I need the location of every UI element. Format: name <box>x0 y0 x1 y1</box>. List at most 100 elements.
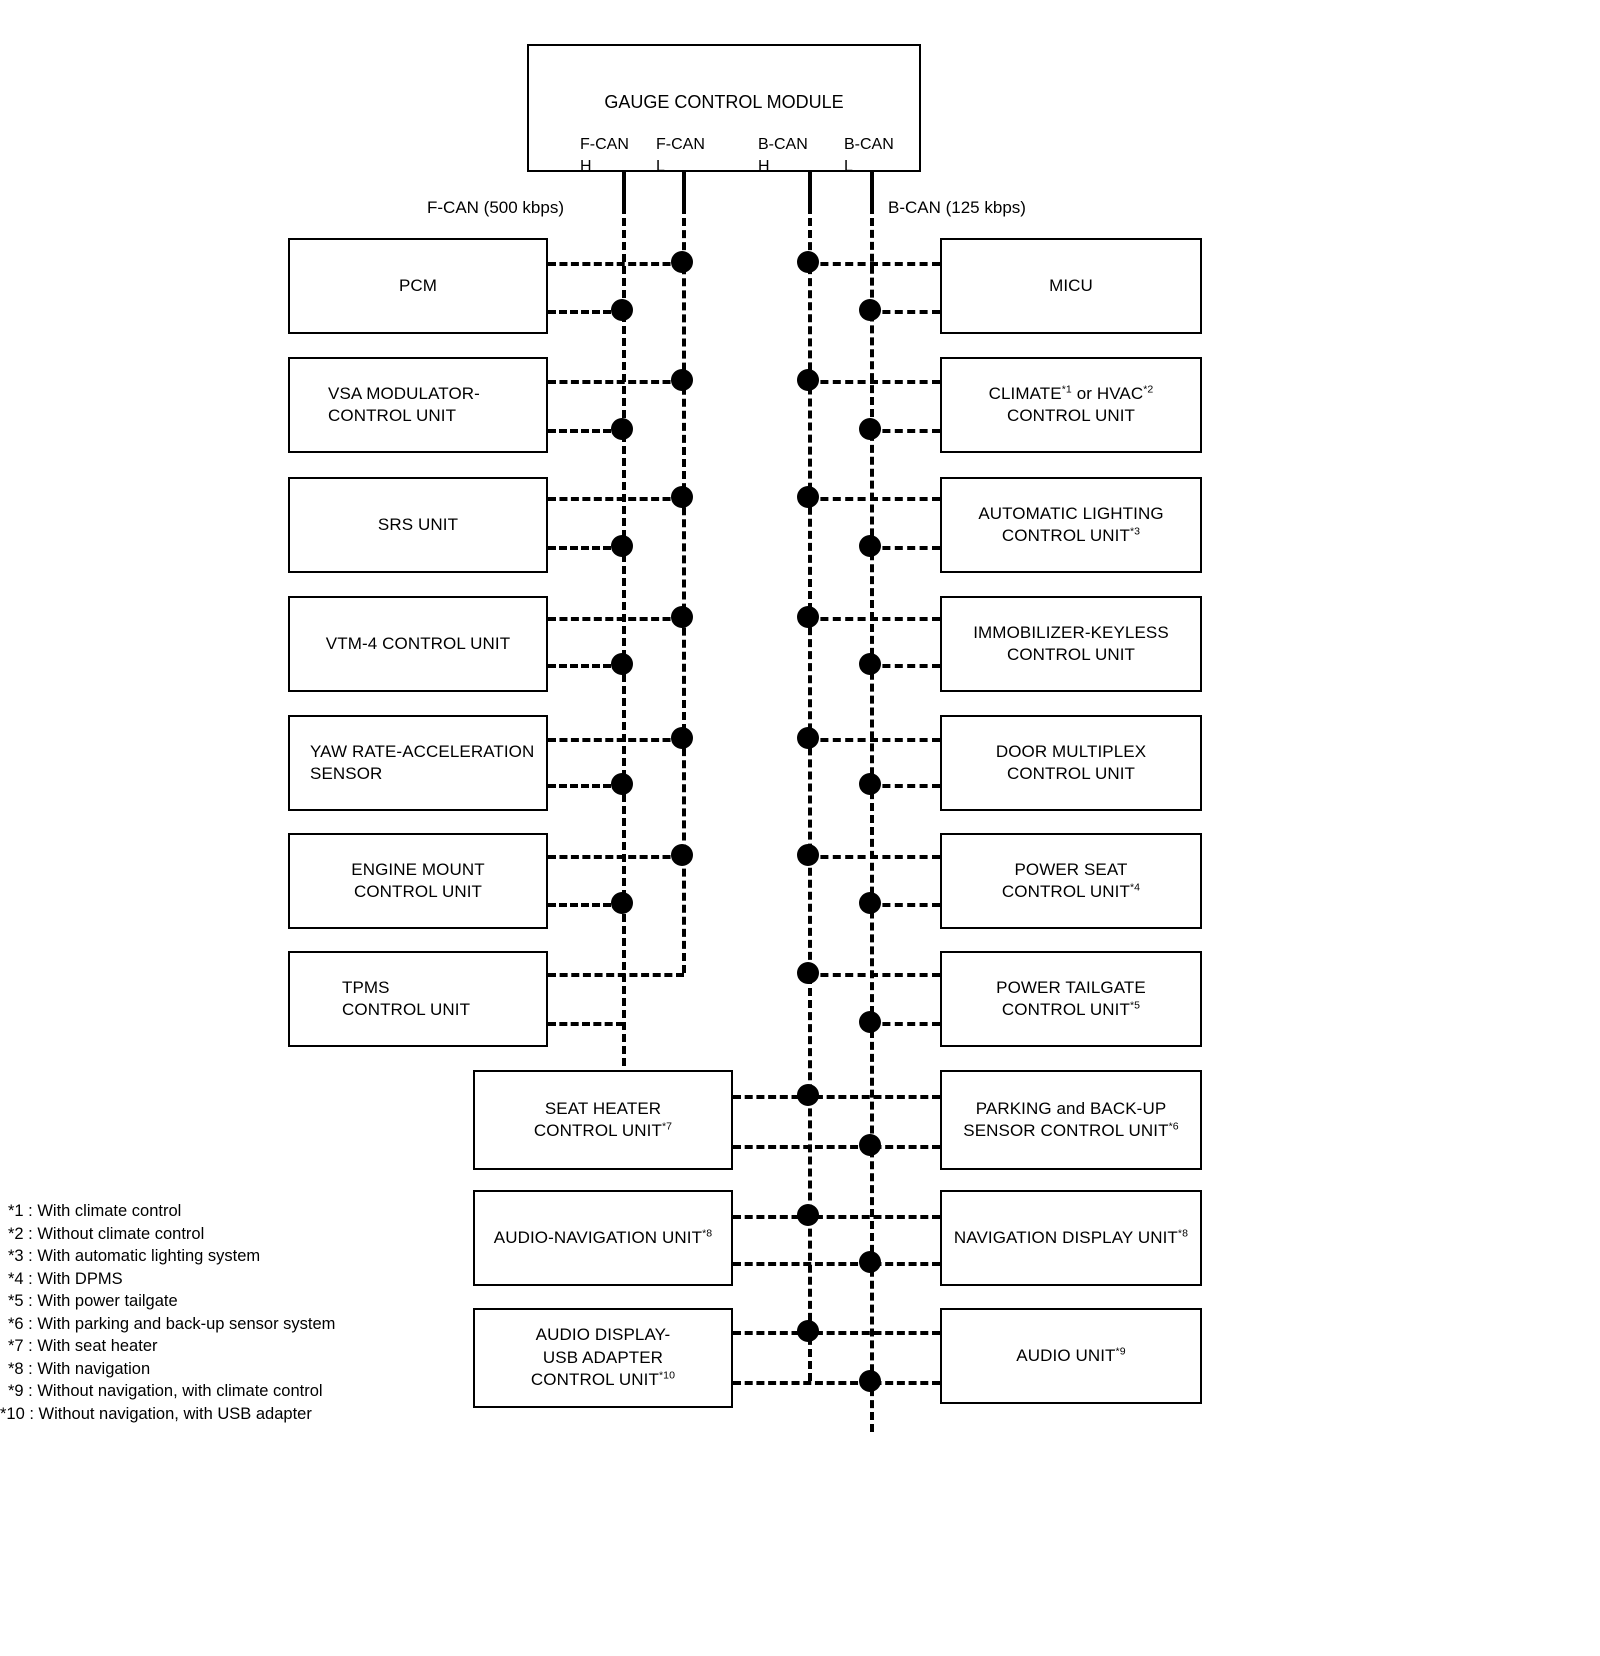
module-pcm: PCM <box>288 238 548 334</box>
bus-caption-b-can: B-CAN (125 kbps) <box>888 198 1026 217</box>
bus-line-f-can-h-stub <box>622 172 626 206</box>
wire-power-tailgate-to-b-can-h <box>808 973 940 977</box>
bus-line-b-can-l <box>870 206 874 1432</box>
wire-seat-heater-row-top <box>733 1095 940 1099</box>
wire-yaw-to-f-can-h <box>548 784 622 788</box>
junction-engine-mount-f-can-h <box>611 892 633 914</box>
wire-tpms-to-f-can-l <box>548 973 684 977</box>
wire-srs-to-f-can-l <box>548 497 682 501</box>
junction-power-seat-b-can-l <box>859 892 881 914</box>
module-audio-unit-label: AUDIO UNIT*9 <box>1016 1345 1126 1365</box>
module-yaw-rate-sensor-label: YAW RATE-ACCELERATION SENSOR <box>310 741 535 783</box>
junction-yaw-f-can-l <box>671 727 693 749</box>
module-engine-mount: ENGINE MOUNT CONTROL UNIT <box>288 833 548 929</box>
junction-vtm4-f-can-h <box>611 653 633 675</box>
wire-vsa-to-f-can-h <box>548 429 622 433</box>
bus-line-b-can-h-stub <box>808 172 812 206</box>
module-pcm-label: PCM <box>398 275 438 295</box>
module-micu-label: MICU <box>1049 275 1093 295</box>
bus-line-f-can-h <box>622 206 626 1078</box>
wire-yaw-to-f-can-l <box>548 738 682 742</box>
junction-yaw-f-can-h <box>611 773 633 795</box>
module-micu: MICU <box>940 238 1202 334</box>
footnote-8: *8 : With navigation <box>8 1359 151 1378</box>
module-immobilizer-keyless: IMMOBILIZER-KEYLESS CONTROL UNIT <box>940 596 1202 692</box>
bus-line-f-can-l <box>682 206 686 973</box>
footnote-list: *1 : With climate control *2 : Without c… <box>0 1200 428 1425</box>
junction-power-seat-b-can-h <box>797 844 819 866</box>
footnote-6: *6 : With parking and back-up sensor sys… <box>8 1314 336 1333</box>
wire-tpms-to-f-can-h <box>548 1022 624 1026</box>
junction-nav-display-b-can-l <box>859 1251 881 1273</box>
wire-vtm4-to-f-can-h <box>548 664 622 668</box>
module-engine-mount-label: ENGINE MOUNT CONTROL UNIT <box>351 859 485 901</box>
junction-climate-b-can-l <box>859 418 881 440</box>
junction-audio-display-b-can-h <box>797 1320 819 1342</box>
junction-vsa-f-can-h <box>611 418 633 440</box>
gauge-control-title: GAUGE CONTROL MODULE <box>604 92 844 112</box>
junction-climate-b-can-h <box>797 369 819 391</box>
module-vtm-4-label: VTM-4 CONTROL UNIT <box>325 633 511 653</box>
junction-power-tailgate-b-can-h <box>797 962 819 984</box>
module-audio-unit: AUDIO UNIT*9 <box>940 1308 1202 1404</box>
junction-srs-f-can-l <box>671 486 693 508</box>
wire-pcm-to-f-can-h <box>548 310 622 314</box>
bus-line-f-can-l-stub <box>682 172 686 206</box>
module-audio-navigation-label: AUDIO-NAVIGATION UNIT*8 <box>493 1227 713 1247</box>
junction-audio-unit-b-can-l <box>859 1370 881 1392</box>
junction-pcm-f-can-l <box>671 251 693 273</box>
wire-auto-lighting-to-b-can-h <box>808 497 940 501</box>
wire-power-seat-to-b-can-h <box>808 855 940 859</box>
wire-audio-display-row-bottom <box>733 1381 940 1385</box>
junction-vsa-f-can-l <box>671 369 693 391</box>
module-srs-unit-label: SRS UNIT <box>377 514 459 534</box>
junction-seat-heater-b-can-h <box>797 1084 819 1106</box>
junction-auto-lighting-b-can-h <box>797 486 819 508</box>
wire-audio-nav-row-top <box>733 1215 940 1219</box>
junction-srs-f-can-h <box>611 535 633 557</box>
footnote-7: *7 : With seat heater <box>8 1337 158 1355</box>
footnote-1: *1 : With climate control <box>8 1202 182 1220</box>
module-door-multiplex: DOOR MULTIPLEX CONTROL UNIT <box>940 715 1202 811</box>
bus-caption-f-can: F-CAN (500 kbps) <box>427 198 564 217</box>
junction-auto-lighting-b-can-l <box>859 535 881 557</box>
module-vsa-modulator-label: VSA MODULATOR- CONTROL UNIT <box>328 383 480 425</box>
wire-immobilizer-to-b-can-l <box>870 664 940 668</box>
wire-audio-nav-row-bottom <box>733 1262 940 1266</box>
junction-engine-mount-f-can-l <box>671 844 693 866</box>
module-tpms: TPMS CONTROL UNIT <box>288 951 548 1047</box>
module-tpms-label: TPMS CONTROL UNIT <box>342 977 471 1019</box>
module-audio-navigation: AUDIO-NAVIGATION UNIT*8 <box>473 1190 733 1286</box>
footnote-2: *2 : Without climate control <box>8 1224 205 1243</box>
module-gauge-control: GAUGE CONTROL MODULE <box>527 44 921 172</box>
module-vsa-modulator: VSA MODULATOR- CONTROL UNIT <box>288 357 548 453</box>
wire-engine-mount-to-f-can-l <box>548 855 682 859</box>
wire-pcm-to-f-can-l <box>548 262 682 266</box>
junction-vtm4-f-can-l <box>671 606 693 628</box>
module-door-multiplex-label: DOOR MULTIPLEX CONTROL UNIT <box>995 741 1147 783</box>
footnote-3: *3 : With automatic lighting system <box>8 1247 261 1265</box>
module-yaw-rate-sensor: YAW RATE-ACCELERATION SENSOR <box>288 715 548 811</box>
footnote-4: *4 : With DPMS <box>8 1269 123 1288</box>
footnote-10: *10 : Without navigation, with USB adapt… <box>0 1404 312 1423</box>
wire-micu-to-b-can-l <box>870 310 940 314</box>
wire-climate-to-b-can-l <box>870 429 940 433</box>
junction-door-multiplex-b-can-l <box>859 773 881 795</box>
junction-door-multiplex-b-can-h <box>797 727 819 749</box>
wire-seat-heater-row-bottom <box>733 1145 940 1149</box>
